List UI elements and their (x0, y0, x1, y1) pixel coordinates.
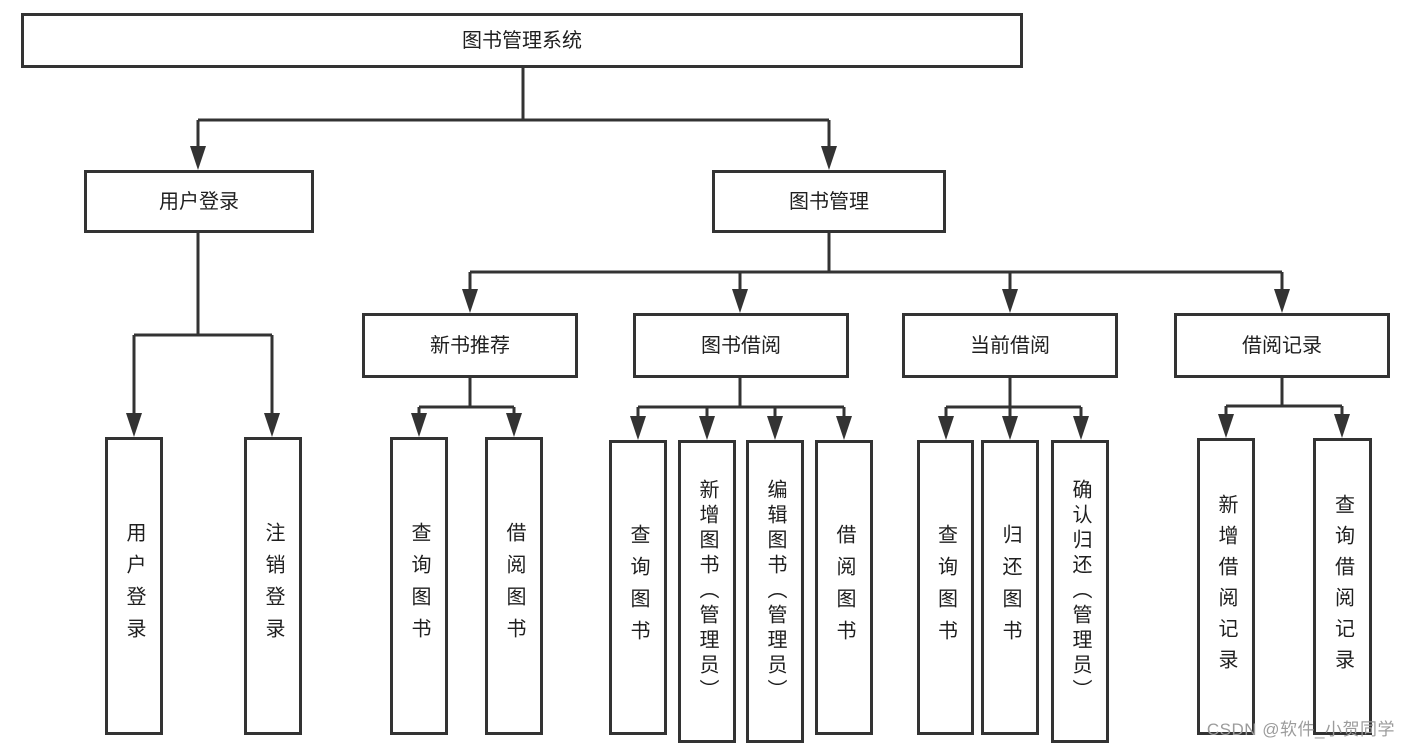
leaf-label: 借阅图书 (833, 523, 855, 652)
leaf-borrow-edit-books-admin: 编辑图书（管理员） (746, 440, 804, 743)
node-label: 新书推荐 (430, 334, 510, 357)
leaf-records-query-record: 查询借阅记录 (1313, 438, 1372, 735)
leaf-label: 查询图书 (408, 522, 430, 650)
leaf-current-query-books: 查询图书 (917, 440, 974, 735)
leaf-current-return-books: 归还图书 (981, 440, 1039, 735)
leaf-label: 新增图书（管理员） (696, 479, 718, 704)
leaf-newbooks-borrow-books: 借阅图书 (485, 437, 543, 735)
leaf-current-confirm-return-admin: 确认归还（管理员） (1051, 440, 1109, 743)
leaf-label: 查询图书 (627, 523, 649, 652)
leaf-logout: 注销登录 (244, 437, 302, 735)
leaf-label: 归还图书 (999, 523, 1021, 652)
node-label: 借阅记录 (1242, 334, 1322, 357)
node-label: 图书管理系统 (462, 29, 582, 52)
node-label: 用户登录 (159, 190, 239, 213)
leaf-label: 新增借阅记录 (1215, 493, 1237, 680)
leaf-label: 借阅图书 (503, 522, 525, 650)
leaf-label: 编辑图书（管理员） (764, 479, 786, 704)
leaf-label: 查询图书 (934, 523, 957, 652)
leaf-borrow-add-books-admin: 新增图书（管理员） (678, 440, 736, 743)
node-user-login: 用户登录 (84, 170, 314, 233)
leaf-user-login: 用户登录 (105, 437, 163, 735)
leaf-label: 注销登录 (262, 522, 284, 650)
csdn-watermark: CSDN @软件_小贺同学 (1206, 720, 1395, 739)
leaf-label: 用户登录 (123, 522, 145, 650)
node-book-borrow: 图书借阅 (633, 313, 849, 378)
node-label: 当前借阅 (970, 334, 1050, 357)
node-label: 图书管理 (789, 190, 869, 213)
node-root: 图书管理系统 (21, 13, 1023, 68)
leaf-newbooks-query-books: 查询图书 (390, 437, 448, 735)
node-book-management: 图书管理 (712, 170, 946, 233)
leaf-records-add-record: 新增借阅记录 (1197, 438, 1255, 735)
leaf-label: 确认归还（管理员） (1069, 479, 1091, 704)
node-new-book-recommend: 新书推荐 (362, 313, 578, 378)
leaf-borrow-query-books: 查询图书 (609, 440, 667, 735)
leaf-label: 查询借阅记录 (1331, 493, 1354, 680)
leaf-borrow-borrow-books: 借阅图书 (815, 440, 873, 735)
node-borrow-records: 借阅记录 (1174, 313, 1390, 378)
node-label: 图书借阅 (701, 334, 781, 357)
node-current-borrow: 当前借阅 (902, 313, 1118, 378)
